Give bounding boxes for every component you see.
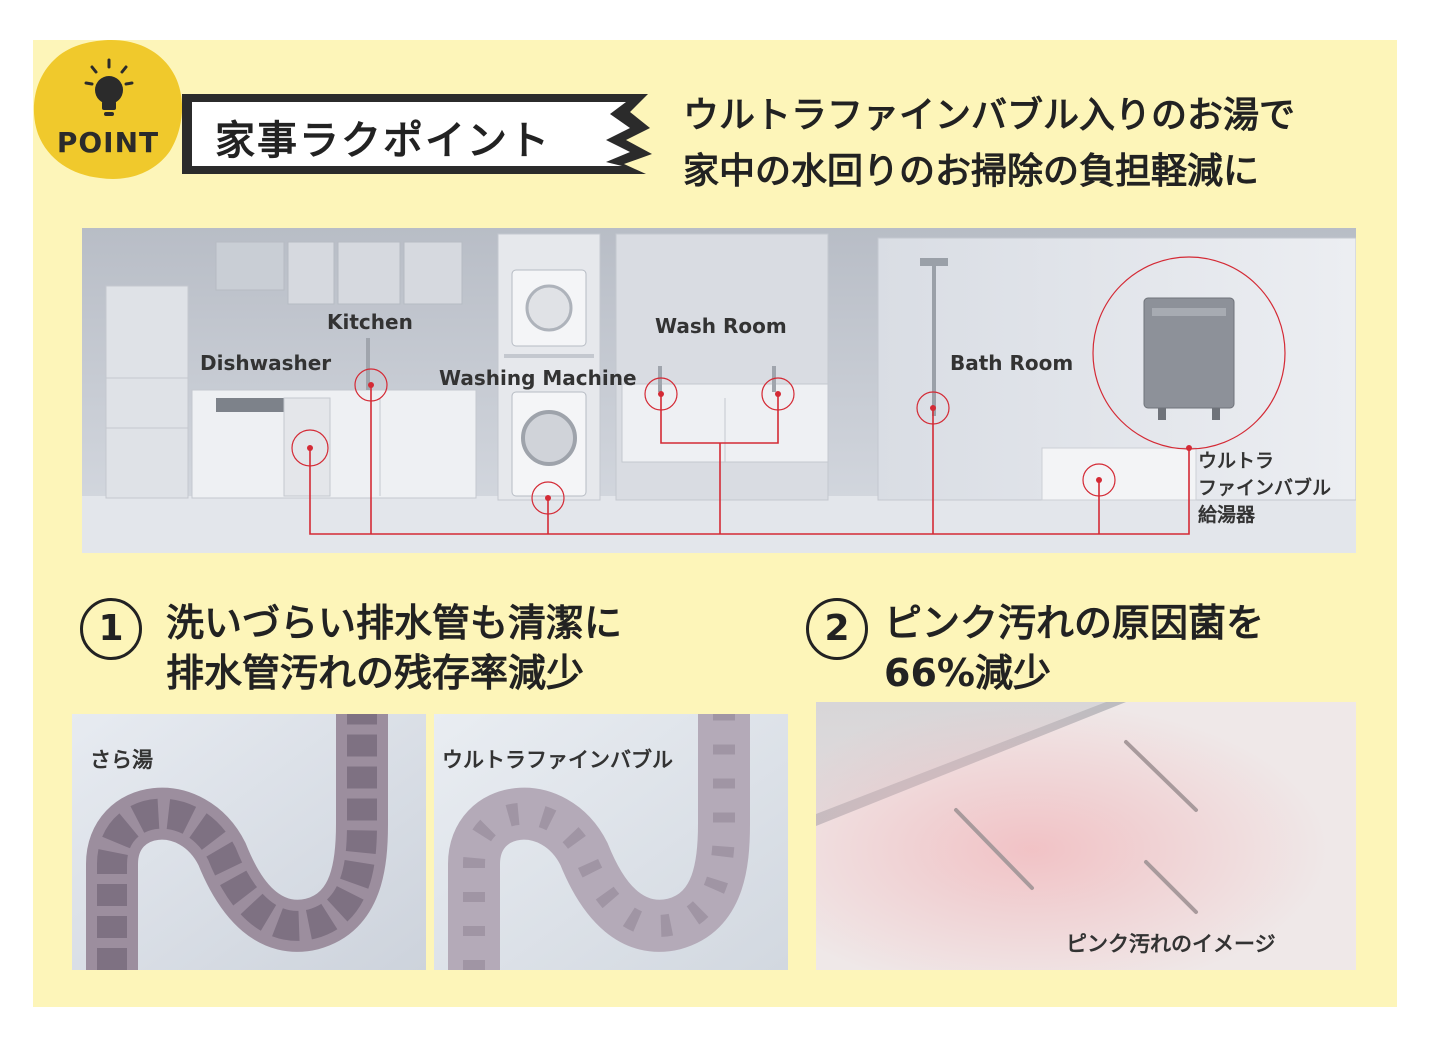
label-water-heater: ウルトラ ファインバブル 給湯器 bbox=[1198, 448, 1331, 529]
banner-title: 家事ラクポイント bbox=[215, 118, 551, 164]
point-badge: POINT bbox=[30, 36, 186, 182]
section-2-title-line-1: ピンク汚れの原因菌を bbox=[884, 601, 1265, 645]
point-badge-label: POINT bbox=[56, 126, 160, 159]
heater-label-line-3: 給湯器 bbox=[1198, 504, 1256, 526]
label-wash-room: Wash Room bbox=[655, 314, 787, 338]
photo-pink-stain-floor: ピンク汚れのイメージ bbox=[816, 702, 1356, 970]
headline-line-1: ウルトラファインバブル入りのお湯で bbox=[683, 95, 1296, 136]
label-dishwasher: Dishwasher bbox=[200, 351, 332, 375]
title-banner bbox=[182, 94, 652, 174]
section-1-number: 1 bbox=[80, 598, 142, 660]
headline: ウルトラファインバブル入りのお湯で 家中の水回りのお掃除の負担軽減に bbox=[683, 88, 1295, 200]
lightbulb-icon bbox=[84, 58, 134, 116]
caption-pink-stain: ピンク汚れのイメージ bbox=[1066, 932, 1276, 956]
caption-ufb: ウルトラファインバブル bbox=[442, 748, 673, 772]
heater-label-line-1: ウルトラ bbox=[1198, 450, 1275, 472]
label-kitchen: Kitchen bbox=[327, 310, 413, 334]
section-2-number: 2 bbox=[806, 598, 868, 660]
photo-plain-water-pipe: さら湯 bbox=[72, 714, 426, 970]
section-1-title-line-1: 洗いづらい排水管も清潔に bbox=[166, 601, 623, 645]
label-bath-room: Bath Room bbox=[950, 351, 1074, 375]
house-illustration bbox=[82, 228, 1356, 553]
section-2-title: ピンク汚れの原因菌を 66%減少 bbox=[884, 598, 1264, 698]
section-1-title: 洗いづらい排水管も清潔に 排水管汚れの残存率減少 bbox=[166, 598, 622, 698]
photo-ufb-pipe: ウルトラファインバブル bbox=[434, 714, 788, 970]
section-2-title-line-2: 66%減少 bbox=[884, 651, 1051, 695]
heater-label-line-2: ファインバブル bbox=[1198, 477, 1332, 499]
caption-plain-water: さら湯 bbox=[90, 748, 153, 772]
section-1-title-line-2: 排水管汚れの残存率減少 bbox=[166, 651, 585, 695]
headline-line-2: 家中の水回りのお掃除の負担軽減に bbox=[683, 151, 1260, 192]
label-washing-machine: Washing Machine bbox=[439, 366, 637, 390]
